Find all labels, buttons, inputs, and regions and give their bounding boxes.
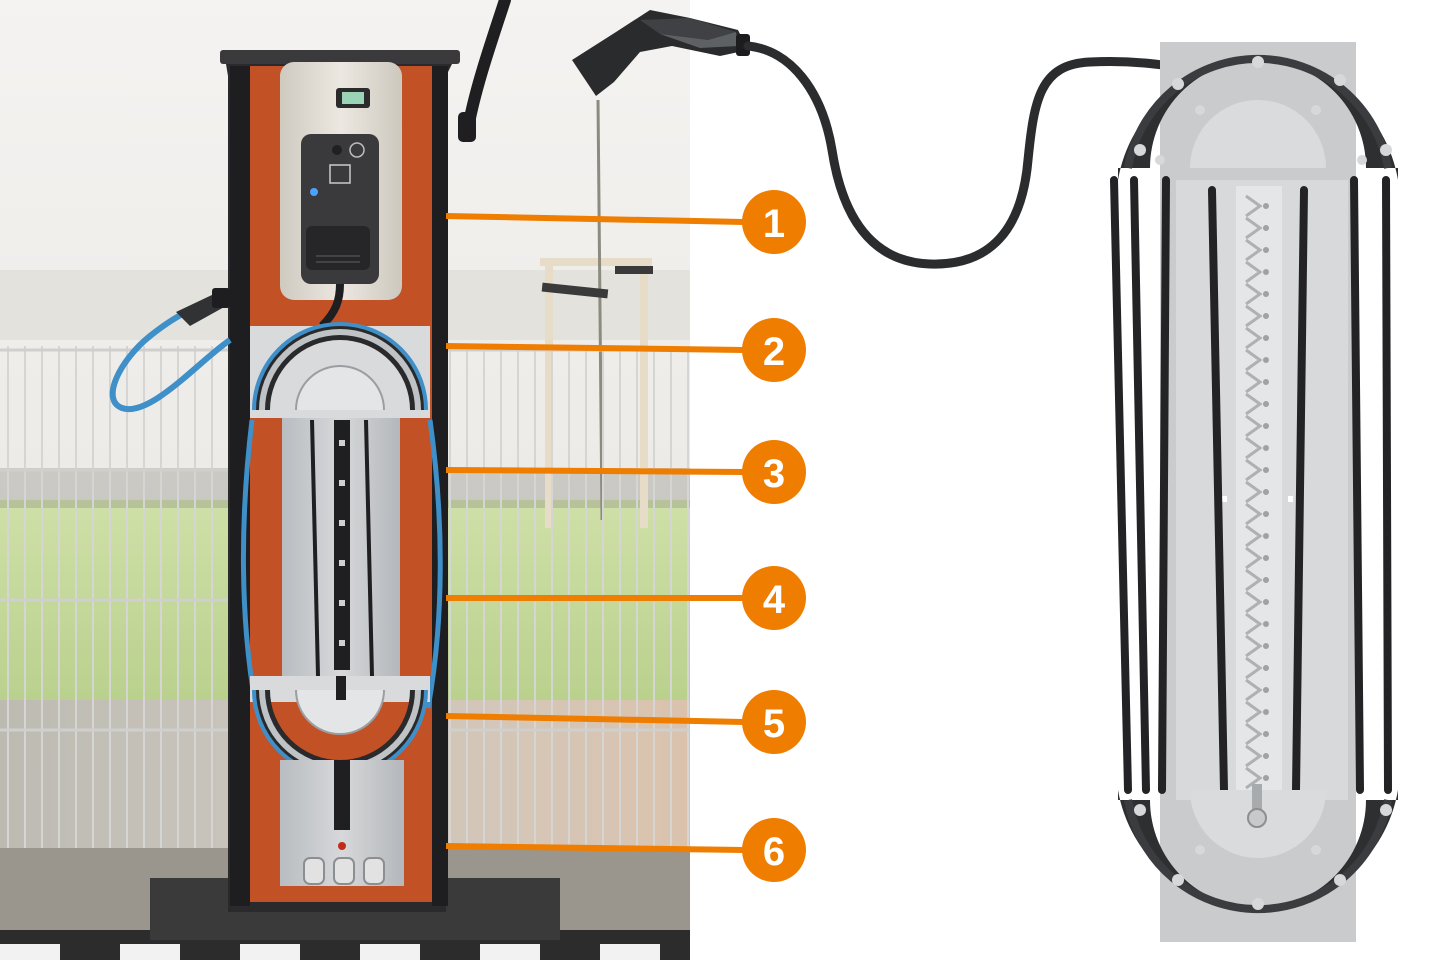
spring-rivet	[1263, 577, 1269, 583]
bottom-organizer	[1118, 784, 1398, 914]
led-indicator-icon	[310, 188, 318, 196]
callout-number: 3	[763, 452, 785, 496]
callout-4: 4	[742, 566, 806, 630]
spring-link	[1245, 282, 1263, 306]
spring-link	[1245, 304, 1263, 328]
spring-rivet	[1263, 753, 1269, 759]
top-organizer	[1118, 54, 1398, 180]
spring-link	[1245, 260, 1263, 284]
spring-rivet	[1263, 423, 1269, 429]
spring-link	[1245, 502, 1263, 526]
wallbox	[280, 62, 402, 329]
spring-rivet	[1263, 599, 1269, 605]
spring-rivet	[1263, 621, 1269, 627]
spring-rivet	[1263, 445, 1269, 451]
spring-rivet	[1263, 203, 1269, 209]
camera-icon	[332, 145, 342, 155]
callout-number: 6	[763, 830, 785, 874]
spring-rivet	[1263, 665, 1269, 671]
spring-rivet	[1263, 775, 1269, 781]
callout-number: 1	[763, 202, 785, 246]
spring-link	[1245, 326, 1263, 350]
spring-rivet	[1263, 313, 1269, 319]
spring-rivet	[1263, 379, 1269, 385]
callout-1: 1	[742, 190, 806, 254]
callout-2: 2	[742, 318, 806, 382]
bottom-cable-organizer	[250, 676, 430, 778]
spring-link	[1245, 656, 1263, 680]
spring-link	[1245, 480, 1263, 504]
charging-symbol-icon	[349, 142, 365, 158]
spring-link	[1245, 194, 1263, 218]
spring-link	[1245, 634, 1263, 658]
charging-pillar	[109, 0, 511, 912]
spring-link	[1245, 744, 1263, 768]
spring-link	[1245, 590, 1263, 614]
spring-link	[1245, 678, 1263, 702]
spring-rivet	[1263, 335, 1269, 341]
spring-rivet	[1263, 643, 1269, 649]
spring-link	[1245, 216, 1263, 240]
spring-link	[1245, 458, 1263, 482]
spring-rivet	[1263, 489, 1269, 495]
spring-rivet	[1263, 225, 1269, 231]
spring-link	[1245, 700, 1263, 724]
spring-link	[1245, 766, 1263, 790]
spring-link	[1245, 414, 1263, 438]
callout-leaders	[445, 213, 745, 853]
spring-link	[1245, 370, 1263, 394]
charging-plug-icon	[176, 288, 230, 326]
spring-rivet	[1263, 511, 1269, 517]
spring-rivet	[1263, 687, 1269, 693]
spring-link	[1245, 238, 1263, 262]
cable-manager-render	[1110, 42, 1398, 942]
spring-rivet	[1263, 467, 1269, 473]
top-cable-organizer	[250, 322, 430, 418]
type2-connector-icon	[572, 10, 750, 96]
spring-rivet	[1263, 291, 1269, 297]
spring-link	[1245, 612, 1263, 636]
spring-rivet	[1263, 709, 1269, 715]
spring-chain	[1245, 194, 1269, 790]
callout-number: 5	[763, 702, 785, 746]
spring-rivet	[1263, 533, 1269, 539]
callout-6: 6	[742, 818, 806, 882]
spring-rivet	[1263, 247, 1269, 253]
spring-link	[1245, 568, 1263, 592]
floor-stripes	[0, 944, 660, 960]
spring-link	[1245, 436, 1263, 460]
spring-link	[1245, 392, 1263, 416]
spring-rivet	[1263, 269, 1269, 275]
spring-link	[1245, 348, 1263, 372]
charging-cable	[743, 41, 1201, 269]
cable-loops	[1110, 176, 1392, 794]
spring-rivet	[1263, 401, 1269, 407]
lower-rail	[280, 760, 404, 886]
callout-number: 4	[763, 578, 786, 622]
callout-3: 3	[742, 440, 806, 504]
spring-link	[1245, 546, 1263, 570]
callout-5: 5	[742, 690, 806, 754]
middle-rail	[240, 418, 443, 709]
spring-rivet	[1263, 555, 1269, 561]
spring-link	[1245, 722, 1263, 746]
spring-link	[1245, 524, 1263, 548]
spring-rivet	[1263, 731, 1269, 737]
spring-rivet	[1263, 357, 1269, 363]
callout-number: 2	[763, 330, 785, 374]
